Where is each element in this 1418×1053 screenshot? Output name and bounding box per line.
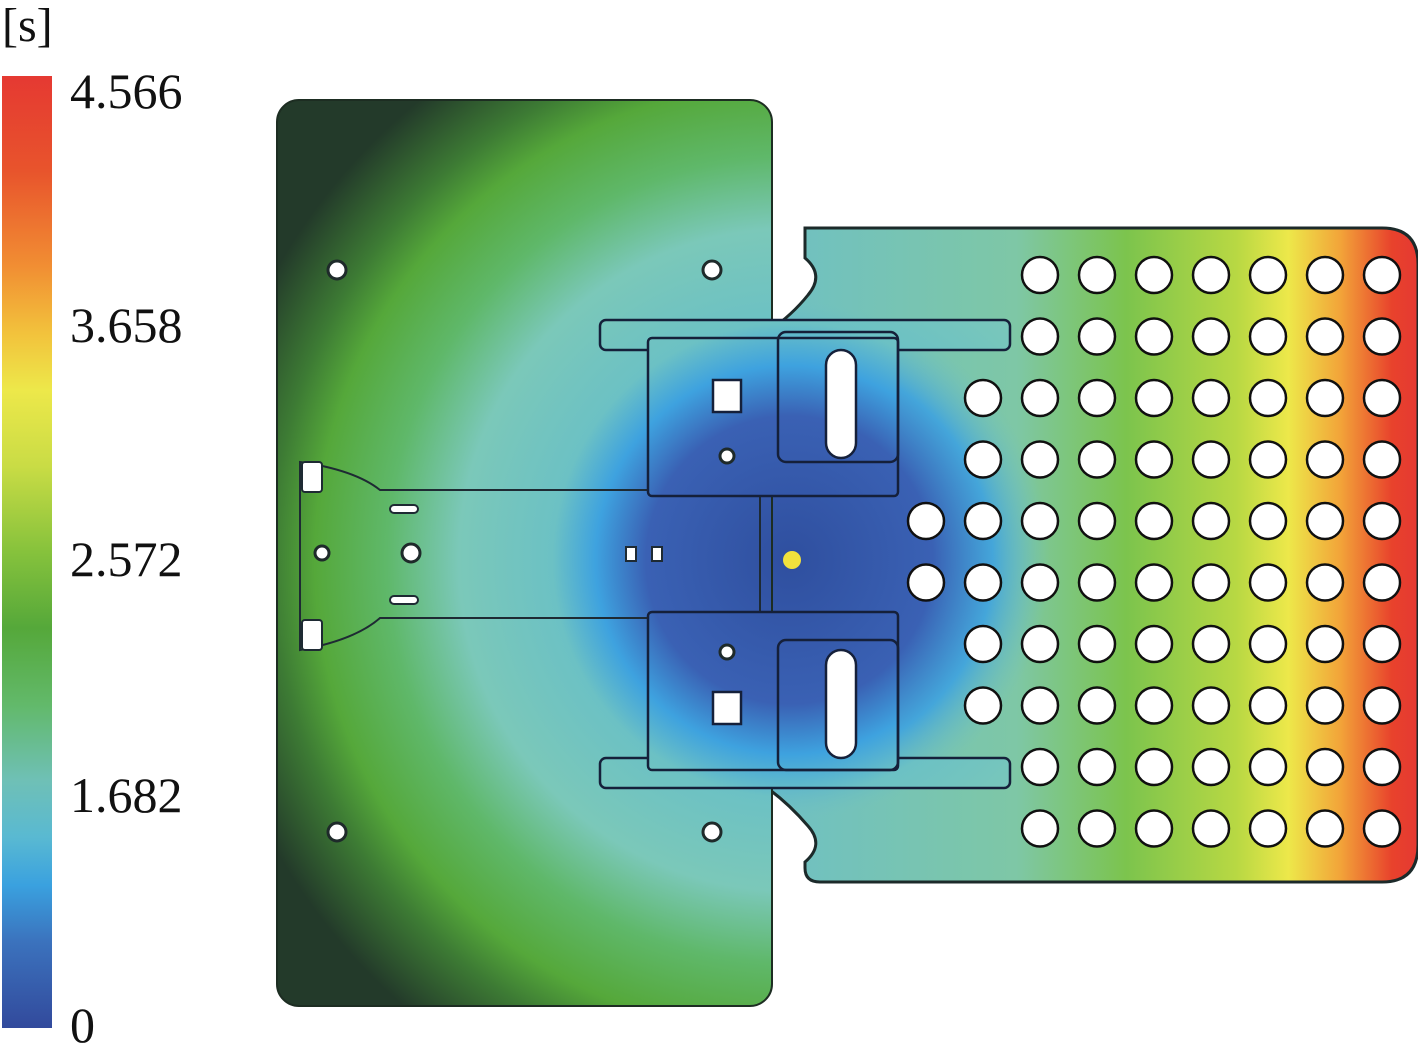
perforation-hole: [1248, 809, 1288, 848]
perforation-hole: [1362, 624, 1402, 664]
perforation-hole: [1362, 563, 1402, 602]
perforation-hole: [1134, 809, 1174, 848]
perforation-hole: [906, 563, 946, 602]
perforation-hole: [1077, 809, 1117, 848]
perforation-hole: [1134, 255, 1174, 295]
perforation-hole: [1248, 255, 1288, 295]
perforation-hole: [1191, 317, 1231, 356]
perforation-hole: [1134, 378, 1174, 418]
perforation-hole: [1362, 809, 1402, 848]
perforation-hole: [1077, 747, 1117, 787]
perforation-hole: [1305, 809, 1345, 848]
perforation-hole: [1077, 686, 1117, 725]
perforation-hole: [1134, 747, 1174, 787]
perforation-hole: [1362, 501, 1402, 541]
perforation-hole: [963, 501, 1003, 541]
plate-outline: [768, 226, 1418, 884]
perforation-hole: [1305, 563, 1345, 602]
perforation-hole: [1362, 317, 1402, 356]
perforation-hole: [1362, 440, 1402, 479]
perforation-hole: [1191, 440, 1231, 479]
perforation-hole: [1248, 624, 1288, 664]
perforation-hole: [963, 440, 1003, 479]
perforation-hole: [963, 686, 1003, 725]
perforation-hole: [1248, 440, 1288, 479]
perforation-hole: [1020, 440, 1060, 479]
legend-tick-3: 2.572: [70, 531, 183, 587]
perforation-hole: [1305, 317, 1345, 356]
legend-colorbar: [2, 76, 52, 1028]
perforation-hole: [1362, 686, 1402, 725]
perforation-hole: [1362, 255, 1402, 295]
perforation-hole: [1305, 747, 1345, 787]
perforation-hole: [1020, 686, 1060, 725]
perforation-hole: [963, 624, 1003, 664]
screw-holes: [313, 259, 736, 843]
legend-unit-label: [s]: [2, 0, 53, 52]
perforation-hole: [1305, 255, 1345, 295]
perforation-hole: [1020, 809, 1060, 848]
perforation-hole: [1362, 378, 1402, 418]
legend-tick-2: 3.658: [70, 297, 183, 353]
perforation-hole: [1077, 378, 1117, 418]
perforation-hole: [1020, 747, 1060, 787]
upper-bracket: [598, 318, 1012, 498]
perforation-hole: [1134, 440, 1174, 479]
perforation-hole: [1077, 255, 1117, 295]
perforation-hole: [1191, 624, 1231, 664]
perforation-hole: [1305, 440, 1345, 479]
perforation-hole: [963, 378, 1003, 418]
perforation-hole: [1191, 686, 1231, 725]
perforation-hole: [1020, 378, 1060, 418]
perforation-hole: [1305, 686, 1345, 725]
perforation-hole: [1077, 440, 1117, 479]
perforation-hole: [1191, 255, 1231, 295]
perforation-hole: [1305, 624, 1345, 664]
legend-tick-max: 4.566: [70, 63, 183, 119]
perforation-hole: [1134, 563, 1174, 602]
perforation-hole: [1191, 378, 1231, 418]
perforation-hole: [1134, 686, 1174, 725]
perforation-hole: [1020, 317, 1060, 356]
perforation-hole: [1248, 686, 1288, 725]
perforation-hole: [1248, 378, 1288, 418]
perforation-hole: [1077, 624, 1117, 664]
perforation-hole: [1134, 317, 1174, 356]
legend-tick-min: 0: [70, 997, 95, 1053]
perforation-hole: [1248, 501, 1288, 541]
perforation-hole: [906, 501, 946, 541]
perforation-hole: [1305, 378, 1345, 418]
perforation-hole: [1134, 501, 1174, 541]
perforation-hole: [1077, 317, 1117, 356]
perforation-hole: [1191, 563, 1231, 602]
perforation-hole: [1191, 747, 1231, 787]
perforation-hole: [1248, 317, 1288, 356]
lower-bracket: [598, 610, 1012, 790]
perforation-hole: [1362, 747, 1402, 787]
perforation-hole: [1191, 501, 1231, 541]
perforation-hole: [1134, 624, 1174, 664]
gate-marker: [783, 551, 801, 569]
perforation-hole: [963, 563, 1003, 602]
perforation-hole: [1305, 501, 1345, 541]
perforation-hole: [1248, 747, 1288, 787]
perforation-hole: [1077, 501, 1117, 541]
perforation-hole: [1191, 809, 1231, 848]
perforation-hole: [1020, 255, 1060, 295]
perforation-hole: [1020, 501, 1060, 541]
perforation-hole: [1248, 563, 1288, 602]
perforation-hole: [1020, 563, 1060, 602]
perforation-hole: [1077, 563, 1117, 602]
perforation-holes: [906, 255, 1402, 848]
legend-tick-4: 1.682: [70, 767, 183, 823]
perforation-hole: [1020, 624, 1060, 664]
tongue-slots: [301, 461, 663, 651]
